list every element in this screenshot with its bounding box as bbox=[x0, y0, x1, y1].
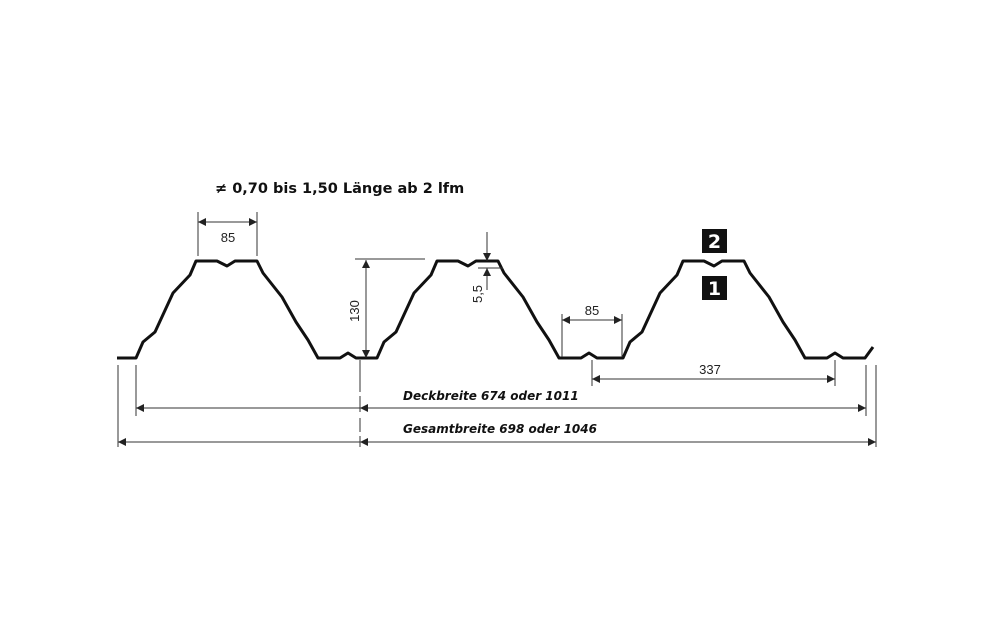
marker-2: 2 bbox=[702, 229, 727, 253]
total-width-label: Gesamtbreite 698 oder 1046 bbox=[403, 422, 597, 436]
cover-width-label: Deckbreite 674 oder 1011 bbox=[403, 389, 579, 403]
svg-text:2: 2 bbox=[708, 231, 721, 253]
trapezoidal-profile bbox=[117, 259, 875, 360]
valley-width-dimension: 85 bbox=[561, 303, 623, 357]
valley-width-label: 85 bbox=[585, 303, 599, 318]
notch-depth-dimension: 5,5 bbox=[470, 232, 503, 303]
pitch-dimension: 337 bbox=[591, 360, 836, 386]
marker-1: 1 bbox=[702, 276, 727, 300]
height-label: 130 bbox=[347, 300, 362, 322]
title: ≠ 0,70 bis 1,50 Länge ab 2 lfm bbox=[215, 181, 464, 197]
notch-depth-label: 5,5 bbox=[470, 285, 485, 303]
crest-width-label: 85 bbox=[221, 230, 235, 245]
height-dimension: 130 bbox=[347, 258, 425, 358]
crest-width-dimension: 85 bbox=[197, 212, 258, 256]
width-dimensions: Deckbreite 674 oder 1011 Gesamtbreite 69… bbox=[117, 360, 877, 447]
pitch-label: 337 bbox=[699, 362, 721, 377]
svg-text:1: 1 bbox=[708, 278, 721, 300]
